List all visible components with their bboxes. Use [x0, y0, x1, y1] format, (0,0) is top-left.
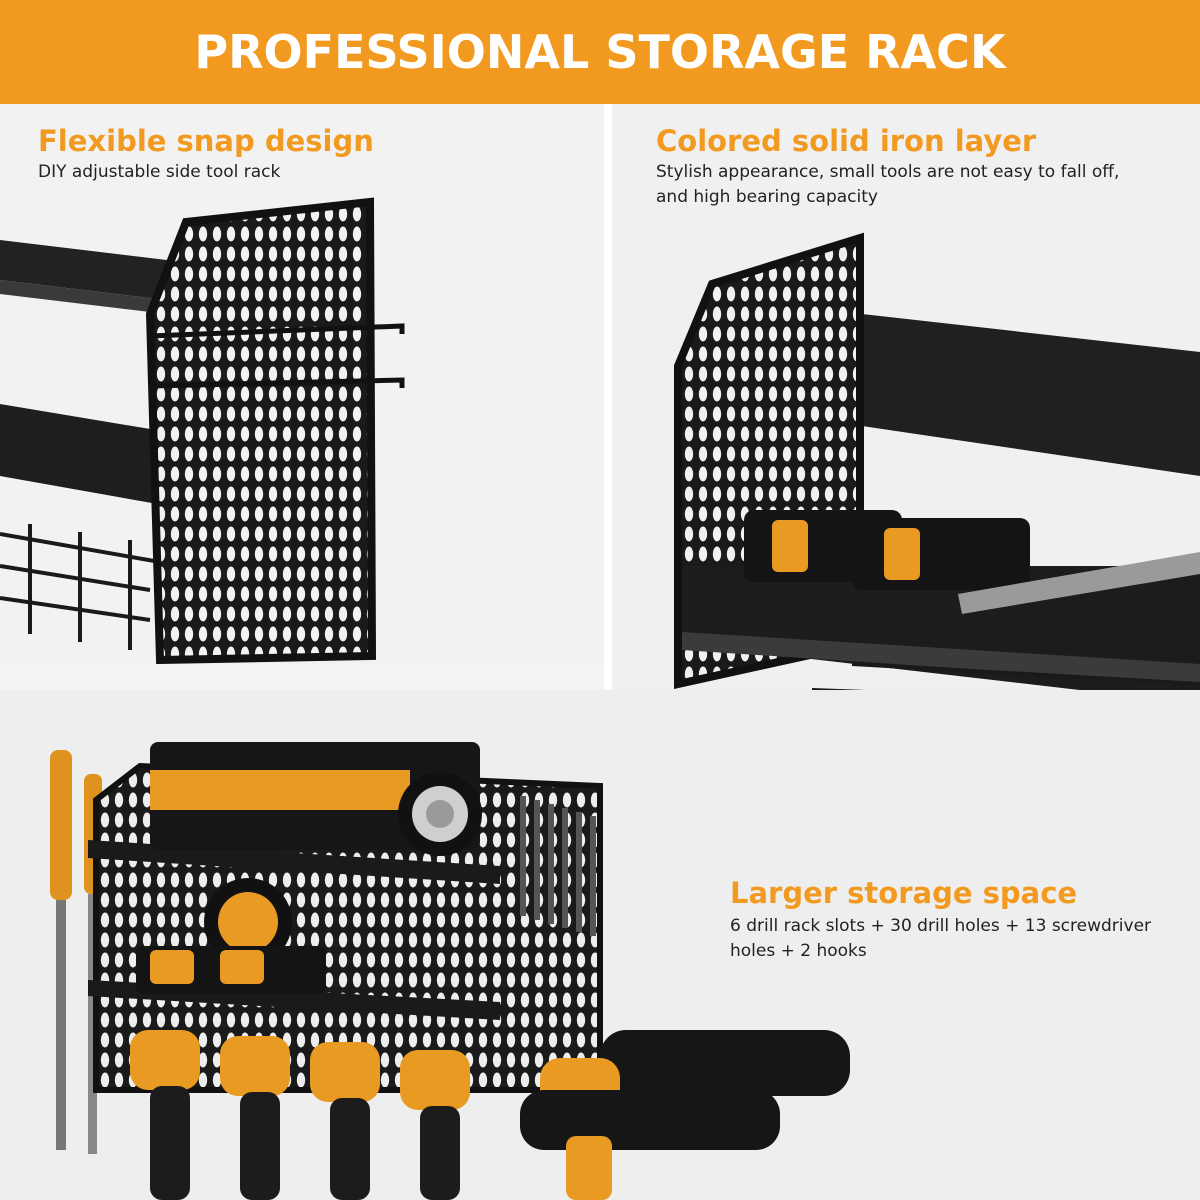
panel-divider [604, 104, 612, 694]
full-rack-with-tools-image [50, 742, 850, 1200]
feature-desc-snap: DIY adjustable side tool rack [38, 162, 281, 182]
feature-panel-snap-design: Flexible snap design DIY adjustable side… [0, 104, 604, 664]
iron-layer-closeup-image [674, 232, 1200, 704]
header-banner: PROFESSIONAL STORAGE RACK [0, 0, 1200, 104]
feature-title-snap: Flexible snap design [38, 124, 374, 158]
feature-desc-iron: Stylish appearance, small tools are not … [656, 162, 1120, 207]
feature-panel-storage-space: Larger storage space 6 drill rack slots … [0, 690, 1200, 1200]
feature-panel-iron-layer: Colored solid iron layer Stylish appeara… [612, 104, 1200, 704]
feature-desc-storage: 6 drill rack slots + 30 drill holes + 13… [730, 916, 1152, 961]
side-rack-closeup-image [0, 197, 405, 664]
feature-title-storage: Larger storage space [730, 876, 1078, 910]
feature-title-iron: Colored solid iron layer [656, 124, 1037, 158]
banner-title: PROFESSIONAL STORAGE RACK [194, 25, 1006, 79]
